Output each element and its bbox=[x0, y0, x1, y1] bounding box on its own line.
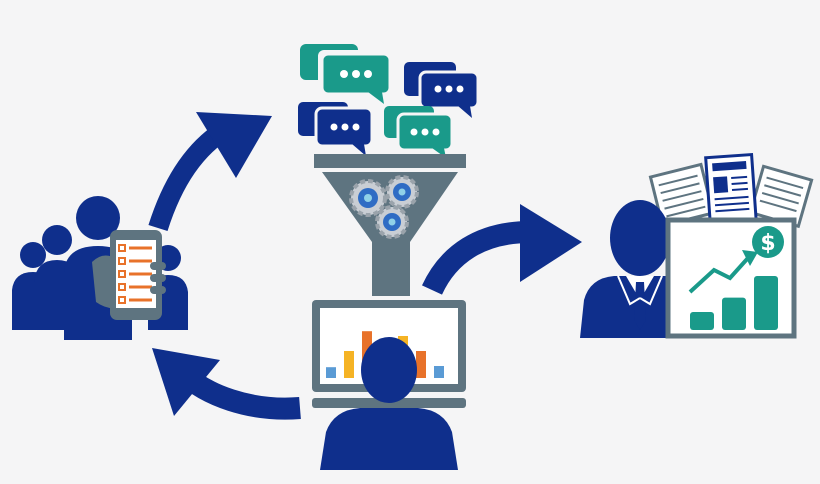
dollar-symbol: $ bbox=[760, 231, 775, 256]
decision-maker-icon: $ bbox=[580, 152, 814, 339]
funnel-icon bbox=[314, 154, 466, 296]
growth-bar bbox=[722, 297, 746, 330]
dollar-coin-icon: $ bbox=[752, 226, 784, 258]
dashboard-bar bbox=[434, 366, 444, 378]
gears-icon bbox=[349, 175, 419, 239]
chat-bubble-icon bbox=[300, 44, 392, 104]
analyst-monitor-icon bbox=[312, 300, 466, 470]
dashboard-bar bbox=[326, 367, 336, 378]
dashboard-bar bbox=[416, 351, 426, 378]
newspapers-icon bbox=[648, 152, 814, 229]
survey-phone-icon bbox=[110, 230, 166, 320]
chat-bubbles-group-icon bbox=[298, 44, 480, 158]
analyst-person-icon bbox=[320, 337, 458, 470]
arrow-funnel-to-decision-maker bbox=[421, 204, 582, 295]
arrow-analyst-to-customers bbox=[152, 348, 301, 420]
growth-bar bbox=[690, 312, 714, 330]
customers-group-icon bbox=[12, 196, 188, 340]
growth-bar bbox=[754, 276, 778, 330]
chat-bubble-icon bbox=[404, 62, 480, 118]
growth-chart-icon: $ bbox=[665, 217, 797, 339]
arrow-customers-to-funnel bbox=[148, 112, 272, 232]
dashboard-bar bbox=[344, 351, 354, 378]
chat-bubble-icon bbox=[298, 102, 374, 156]
chat-bubble-icon bbox=[384, 106, 454, 158]
growth-bars bbox=[690, 276, 778, 330]
